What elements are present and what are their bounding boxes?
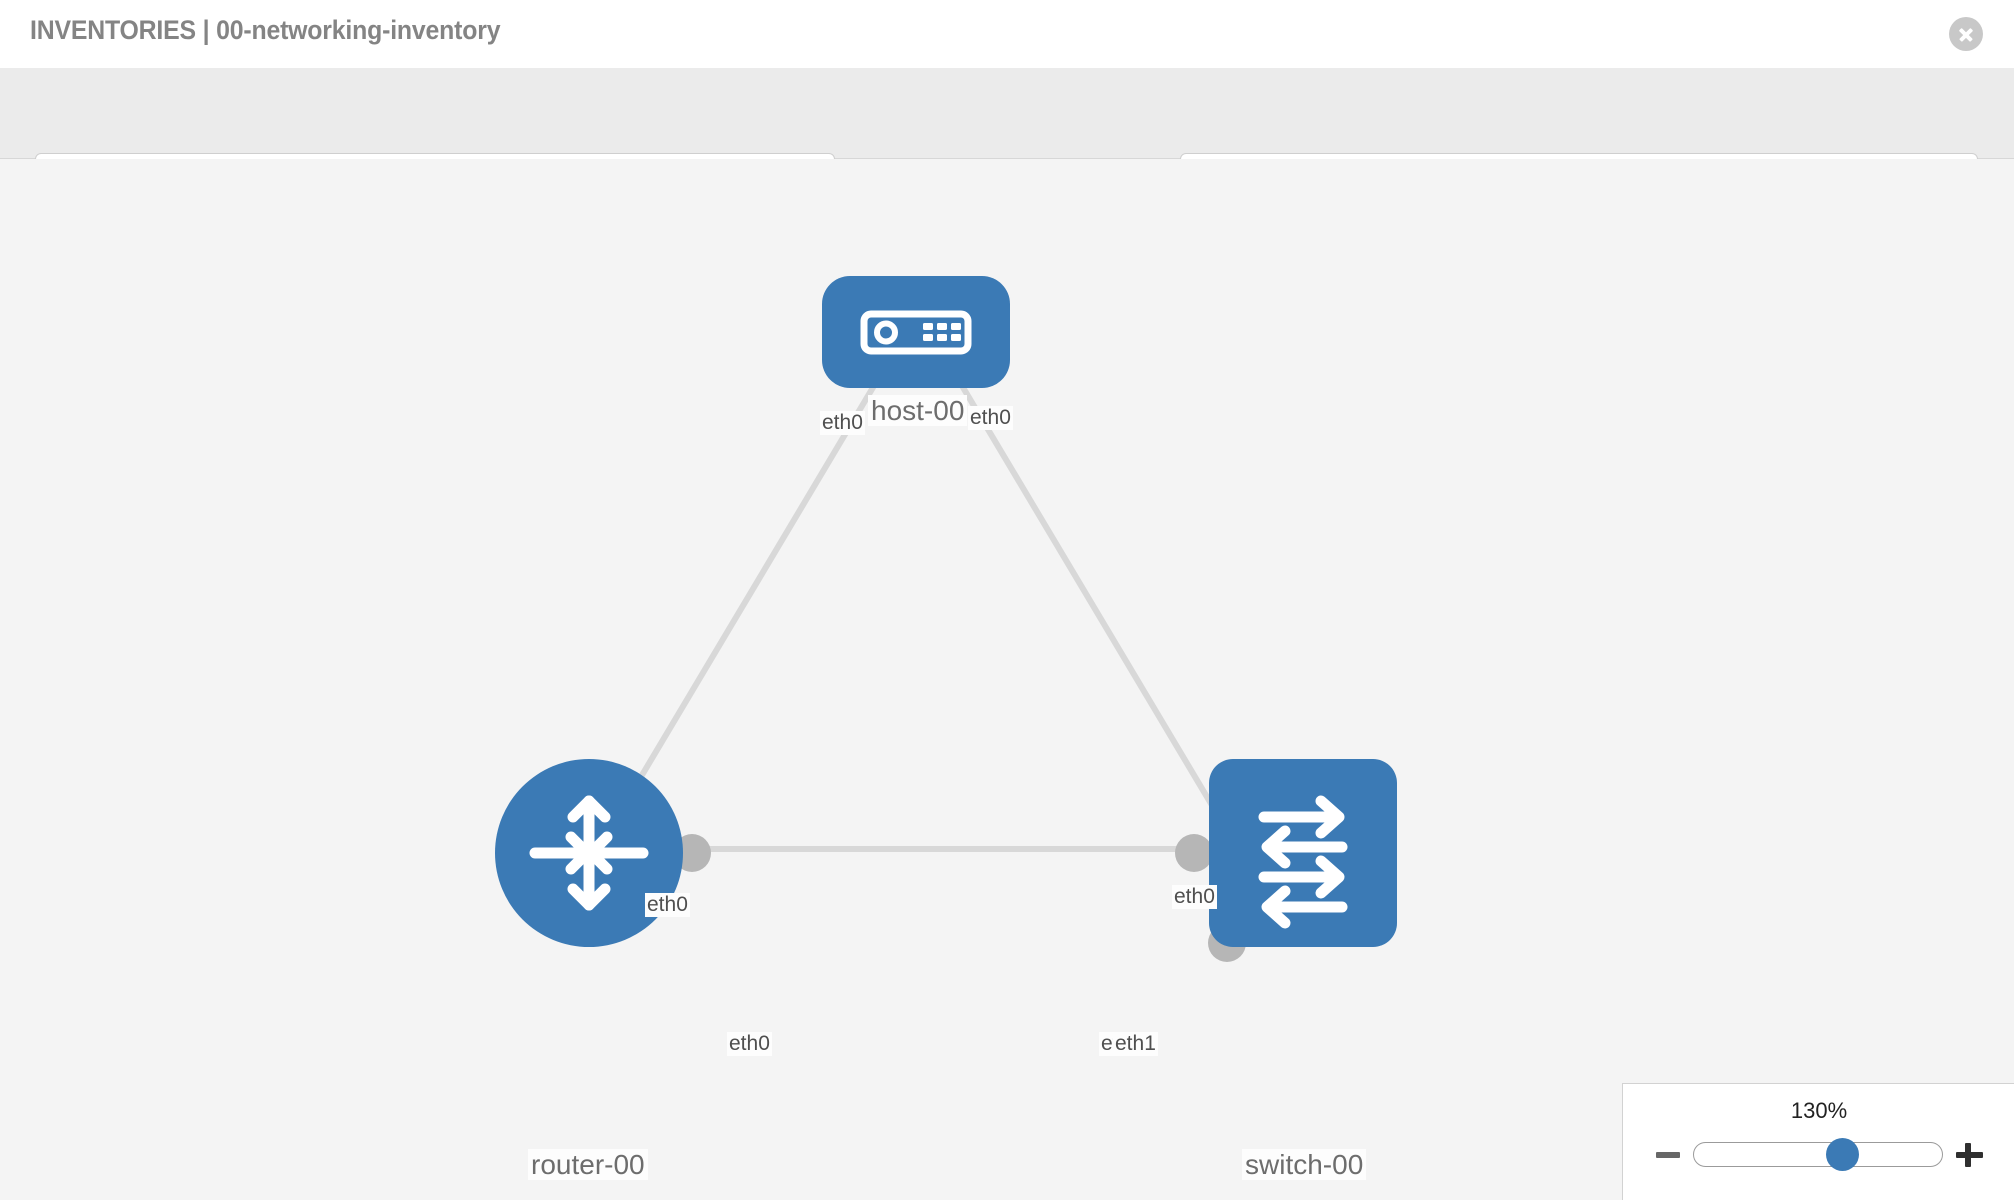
close-icon[interactable] (1949, 17, 1983, 51)
connector-switch-left (1175, 834, 1213, 872)
if-label-host-left-eth0: eth0 (820, 411, 865, 436)
zoom-level-value: 130% (1790, 1098, 1848, 1123)
if-label-switch-left-eth1: eth1 (1113, 1032, 1158, 1057)
page-title: INVENTORIES | 00-networking-inventory (30, 15, 501, 45)
node-router-00[interactable] (495, 759, 683, 947)
zoom-control-panel: 130% (1622, 1083, 2014, 1200)
zoom-in-button[interactable] (1954, 1140, 1984, 1170)
edge-host-switch (949, 366, 1241, 852)
if-label-host-right-eth0: eth0 (968, 406, 1013, 431)
node-host-00[interactable] (822, 276, 1010, 388)
edge-router-host (595, 366, 887, 852)
zoom-slider-thumb[interactable] (1826, 1138, 1860, 1171)
topology-canvas[interactable]: host-00 router-00 switch-00 eth0 eth0 et… (0, 159, 2014, 1200)
if-label-router-right-eth0: eth0 (727, 1032, 772, 1057)
toolbar: ACTIONS SEARCH (0, 68, 2014, 210)
if-label-switch-up-eth0: eth0 (1172, 885, 1217, 910)
server-icon (860, 310, 972, 355)
if-label-router-up-eth0: eth0 (645, 893, 690, 918)
page-header: INVENTORIES | 00-networking-inventory (0, 0, 2014, 68)
zoom-out-button[interactable] (1653, 1140, 1683, 1170)
router-arrows-icon (529, 795, 649, 911)
node-label-router-00: router-00 (528, 1149, 648, 1181)
node-switch-00[interactable] (1209, 759, 1397, 947)
switch-arrows-icon (1258, 795, 1348, 929)
zoom-slider[interactable] (1693, 1138, 1943, 1171)
node-label-switch-00: switch-00 (1242, 1149, 1367, 1181)
node-label-host-00: host-00 (868, 395, 968, 427)
